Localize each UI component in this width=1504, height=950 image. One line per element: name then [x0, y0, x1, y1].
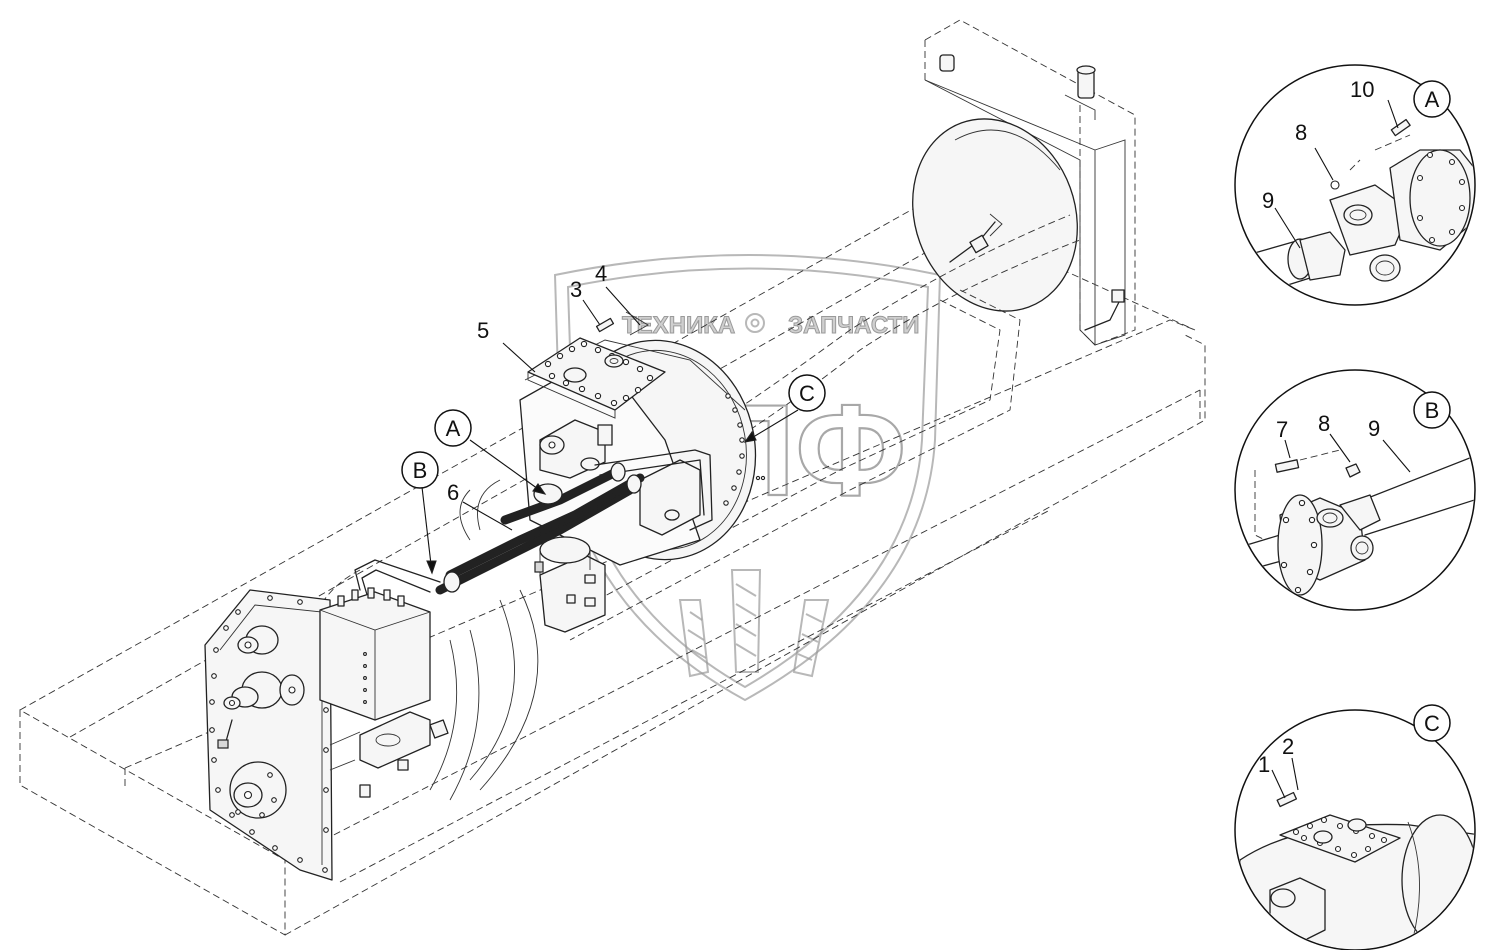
braided-hoses: [299, 462, 645, 801]
watermark-right-word: ЗАПЧАСТИ: [788, 312, 920, 339]
mounting-bracket: [359, 711, 431, 769]
callout-view-b-main: B: [401, 451, 439, 489]
watermark-gear-icon: [745, 313, 765, 333]
leader-view-a: [469, 439, 546, 495]
leader-6: [462, 501, 513, 531]
detail-b-part-9: 9: [1368, 416, 1380, 441]
callout-view-a-detail: A: [1413, 80, 1451, 118]
watermark-shield: [553, 254, 942, 702]
callout-view-b-detail-label: B: [1425, 398, 1440, 423]
transmission-gearbox: [204, 587, 449, 881]
leader-4: [605, 286, 641, 326]
housing-flange-bolts: [723, 393, 766, 506]
lifting-eye: [604, 354, 624, 368]
detail-a-part-10: 10: [1350, 77, 1374, 102]
detail-c-part-2: 2: [1282, 734, 1294, 759]
frame-outline: [19, 204, 1206, 936]
output-flange-lower: [229, 761, 287, 819]
part-number-5: 5: [477, 318, 489, 343]
part-number-6: 6: [447, 480, 459, 505]
callout-view-a-main: A: [434, 409, 472, 447]
radiator-pipe-lower: [1084, 299, 1121, 331]
control-block-ports: [363, 652, 367, 704]
radiator: [912, 19, 1136, 346]
callout-view-c-detail-label: C: [1424, 711, 1440, 736]
detail-view-b: 7 8 9 B: [1234, 369, 1476, 611]
callout-view-b-detail: B: [1413, 391, 1451, 429]
callout-view-c-main: C: [788, 374, 826, 412]
control-block-studs: [337, 587, 405, 607]
callout-view-a-detail-label: A: [1425, 87, 1440, 112]
detail-a-part-8: 8: [1295, 120, 1307, 145]
detail-b-part-7: 7: [1276, 417, 1288, 442]
fan-shroud: [912, 118, 1078, 312]
detail-view-a: 10 8 9 A: [1234, 64, 1476, 306]
watermark-left-word: ТЕХНИКА: [622, 312, 735, 339]
callout-view-a-main-label: A: [446, 416, 461, 441]
inspection-cap: [563, 367, 587, 383]
detail-b-part-8: 8: [1318, 411, 1330, 436]
main-callouts: 5 3 4 6 A B C: [401, 261, 826, 575]
watermark-shield-inner: [566, 267, 930, 689]
leader-3: [582, 299, 601, 326]
cover-plate-bolts: [544, 340, 654, 407]
leader-5: [502, 342, 536, 373]
part-number-4: 4: [595, 261, 607, 286]
detail-a-part-9: 9: [1262, 188, 1274, 213]
part-number-3: 3: [570, 277, 582, 302]
detail-c-part-1: 1: [1258, 752, 1270, 777]
leader-view-b: [421, 486, 433, 574]
oil-filter: [534, 536, 606, 633]
output-flange-upper: [237, 625, 279, 655]
watermark-wheat-icon: [678, 569, 830, 678]
callout-view-c-main-label: C: [799, 381, 815, 406]
callout-view-c-detail: C: [1413, 704, 1451, 742]
callout-view-b-main-label: B: [413, 458, 428, 483]
output-flange-middle: [223, 671, 305, 710]
detail-view-c: 1 2 C: [1234, 704, 1476, 950]
